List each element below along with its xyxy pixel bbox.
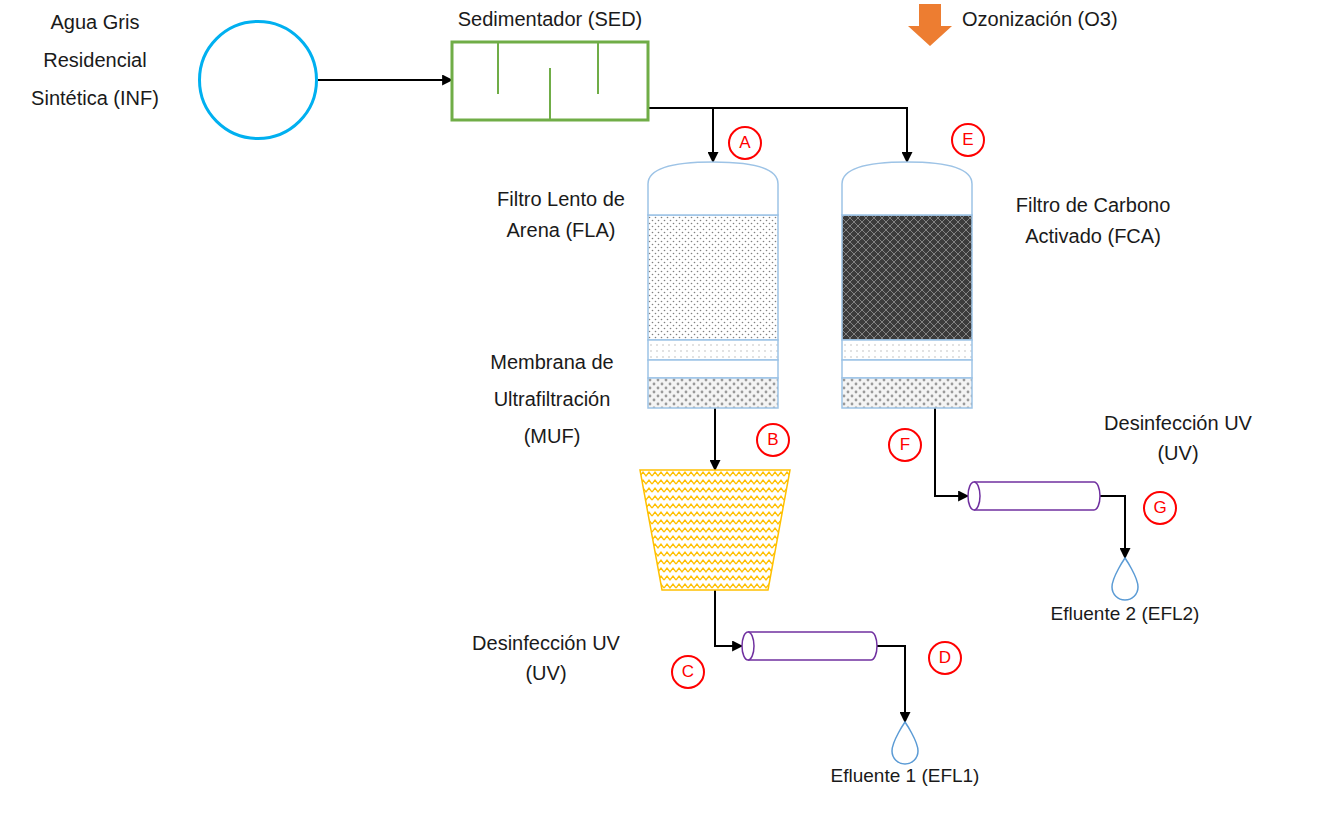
flow-arrow [318, 79, 452, 81]
node-label: Filtro de Carbono Activado (FCA) [998, 190, 1188, 252]
effluent-drop-outline [892, 722, 918, 764]
text-holder: Desinfección UV (UV) [460, 628, 632, 688]
flow-arrow [877, 646, 905, 722]
callout-number: A [739, 133, 750, 153]
sand-filter-outline [648, 162, 778, 408]
ozone-label: Ozonización (O3) [962, 4, 1118, 34]
callout-circle: F [888, 428, 922, 462]
uv-reactor-outline [968, 482, 1100, 510]
callout-circle: G [1143, 491, 1177, 525]
effluent-drop-outline [1112, 558, 1138, 600]
callout-circle: C [671, 655, 705, 689]
callout-number: B [767, 430, 778, 450]
node-label: Efluente 2 (EFL2) [1050, 602, 1200, 626]
sand-filter: Filtro Lento de Arena (FLA) [648, 162, 778, 408]
callout-circle: B [756, 423, 790, 457]
callout-circle: D [928, 641, 962, 675]
node-label: Efluente 1 (EFL1) [830, 765, 980, 787]
text-holder: Efluente 2 (EFL2) [1050, 602, 1200, 626]
callout-circle: A [728, 126, 762, 160]
influent-tank: Agua Gris Residencial Sintética (INF) [198, 20, 318, 140]
callout-number: G [1153, 498, 1166, 518]
callout-number: D [939, 648, 951, 668]
text-holder: Desinfección UV (UV) [1092, 408, 1264, 468]
node-label: Agua Gris Residencial Sintética (INF) [15, 3, 175, 117]
node-label: Desinfección UV (UV) [460, 628, 632, 688]
text-holder: Efluente 1 (EFL1) [830, 765, 980, 787]
callout-number: F [900, 435, 910, 455]
uv-reactor-outline [742, 632, 877, 660]
callout-circle: E [951, 123, 985, 157]
effluent-drop: Efluente 1 (EFL1) [892, 722, 918, 764]
callout-number: E [962, 130, 973, 150]
effluent-drop: Efluente 2 (EFL2) [1112, 558, 1138, 600]
flow-arrow [648, 108, 907, 162]
ozone-arrow [908, 4, 952, 46]
text-holder: Filtro de Carbono Activado (FCA) [998, 190, 1188, 252]
carbon-filter: Filtro de Carbono Activado (FCA) [842, 162, 972, 408]
flow-arrow [714, 408, 716, 470]
settler-box-outline [452, 42, 648, 120]
uv-reactor: Desinfección UV (UV) [742, 632, 877, 660]
settler-box: Sedimentador (SED) [452, 42, 648, 120]
carbon-filter-outline [842, 162, 972, 408]
text-holder: Filtro Lento de Arena (FLA) [486, 184, 636, 246]
uf-membrane-outline [640, 470, 790, 590]
uf-membrane: Membrana de Ultrafiltración (MUF) [640, 470, 790, 590]
node-label: Filtro Lento de Arena (FLA) [486, 184, 636, 246]
text-holder: Agua Gris Residencial Sintética (INF) [15, 3, 175, 117]
node-label: Membrana de Ultrafiltración (MUF) [468, 344, 636, 455]
text-holder: Sedimentador (SED) [432, 4, 668, 34]
flow-arrow [935, 408, 968, 496]
influent-tank-outline [198, 20, 318, 140]
flow-arrow [648, 108, 713, 162]
process-label: Ozonización (O3) [962, 4, 1118, 34]
flow-arrow [715, 590, 742, 646]
node-label: Sedimentador (SED) [432, 4, 668, 34]
callout-number: C [682, 662, 694, 682]
text-holder: Membrana de Ultrafiltración (MUF) [468, 344, 636, 455]
flow-arrow [1100, 496, 1125, 558]
uv-reactor: Desinfección UV (UV) [968, 482, 1100, 510]
node-label: Desinfección UV (UV) [1092, 408, 1264, 468]
